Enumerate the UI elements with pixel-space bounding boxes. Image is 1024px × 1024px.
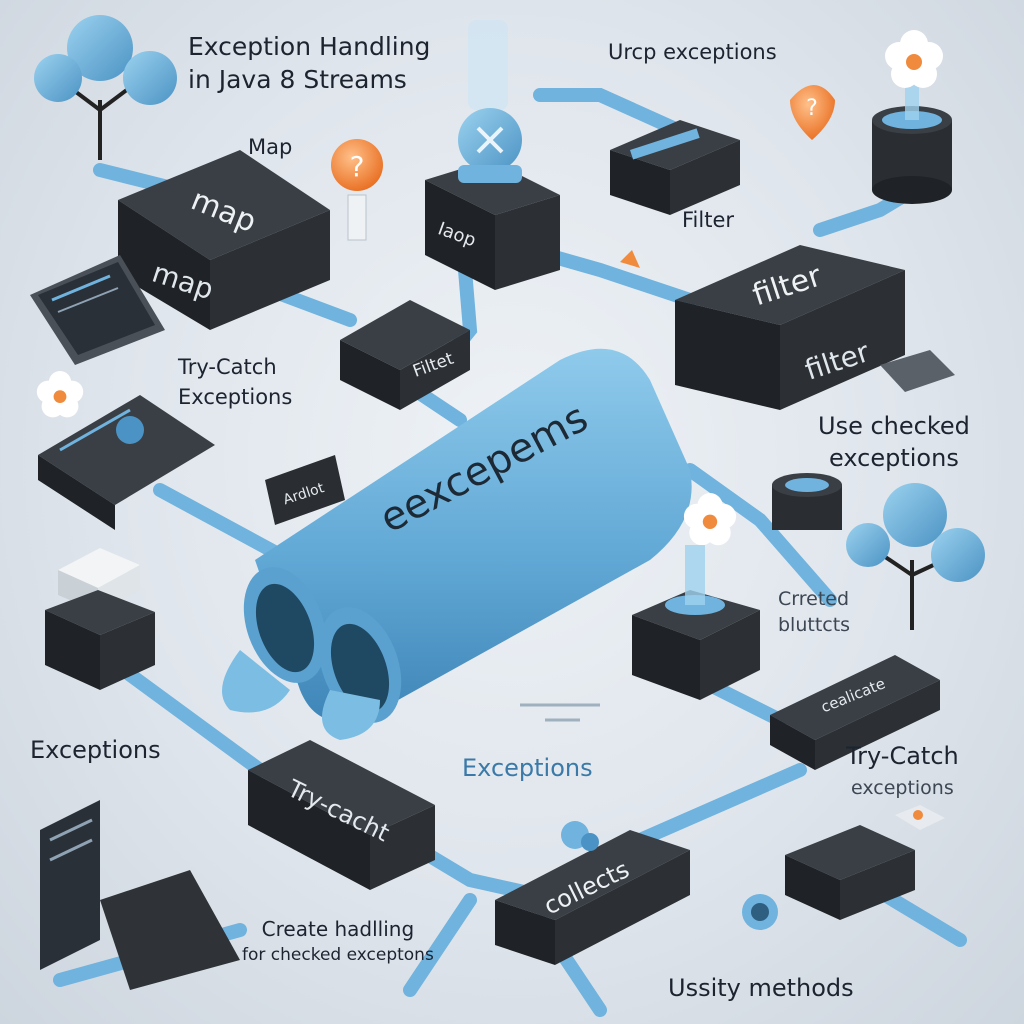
label-map: Map <box>248 135 293 159</box>
tree-icon <box>34 15 177 160</box>
label-try-catch-line-2: Exceptions <box>178 385 293 409</box>
title-line-2: in Java 8 Streams <box>188 65 407 94</box>
utility-device <box>742 805 945 930</box>
exceptions-tube: eexcepems <box>222 348 692 740</box>
label-create-handling-line-2: for checked exceptons <box>242 945 434 965</box>
svg-text:?: ? <box>350 150 365 183</box>
label-created-line-2: bluttcts <box>778 614 851 636</box>
flower-icon <box>36 371 84 418</box>
flower-icon <box>885 30 943 88</box>
label-utility-methods: Ussity methods <box>668 974 854 1002</box>
label-try-catch-line-1: Try-Catch <box>178 355 277 379</box>
label-create-handling: Create hadlling for checked exceptons <box>242 916 434 968</box>
tube-stand-device <box>632 545 760 700</box>
filter-small-block: Filtet <box>340 300 470 410</box>
x-bottle-icon <box>458 20 522 183</box>
filter-big-block: filter filter <box>675 245 905 410</box>
label-try-catch-right-line-2: exceptions <box>850 777 954 799</box>
left-cube <box>45 548 155 690</box>
svg-text:?: ? <box>806 96 818 121</box>
label-try-catch-exceptions: Try-Catch Exceptions <box>178 352 292 412</box>
question-bulb-icon: ? <box>331 139 383 241</box>
cylinder-icon <box>872 75 952 204</box>
right-knob-device <box>772 473 842 530</box>
wrap-block: Iaop <box>425 160 560 290</box>
terminal-screen-icon <box>38 395 215 530</box>
label-exceptions-left: Exceptions <box>30 736 161 764</box>
map-block: map map <box>118 150 330 330</box>
tree-icon <box>846 483 985 630</box>
center-decorations <box>520 703 600 851</box>
label-create-handling-line-1: Create hadlling <box>261 917 415 941</box>
flower-icon <box>683 493 737 546</box>
label-exceptions-center: Exceptions <box>462 754 593 782</box>
question-bulb-icon: ? <box>790 85 835 140</box>
terminal-screen-icon <box>40 800 240 990</box>
label-created-line-1: Crreted <box>778 588 850 610</box>
right-block: cealicate <box>770 655 940 770</box>
label-use-checked-line-1: Use checked <box>818 412 970 440</box>
small-marker-icon <box>620 250 640 268</box>
page-title: Exception Handling in Java 8 Streams <box>188 30 430 96</box>
label-created-buttons: Crreted bluttcts <box>778 586 850 638</box>
try-catch-block: Try-cacht <box>248 740 435 890</box>
right-chip <box>880 350 955 392</box>
label-wrap-exceptions: Urcp exceptions <box>608 40 777 64</box>
label-try-catch-right: Try-Catch exceptions <box>846 740 959 804</box>
top-right-device <box>610 120 740 215</box>
label-use-checked-exceptions: Use checked exceptions <box>818 410 970 474</box>
label-filter: Filter <box>682 208 735 232</box>
collects-block: collects <box>495 830 690 965</box>
terminal-screen-icon <box>30 255 165 365</box>
label-use-checked-line-2: exceptions <box>829 444 959 472</box>
sign-block: Ardlot <box>265 455 345 525</box>
label-try-catch-right-line-1: Try-Catch <box>846 742 959 770</box>
title-line-1: Exception Handling <box>188 32 431 61</box>
